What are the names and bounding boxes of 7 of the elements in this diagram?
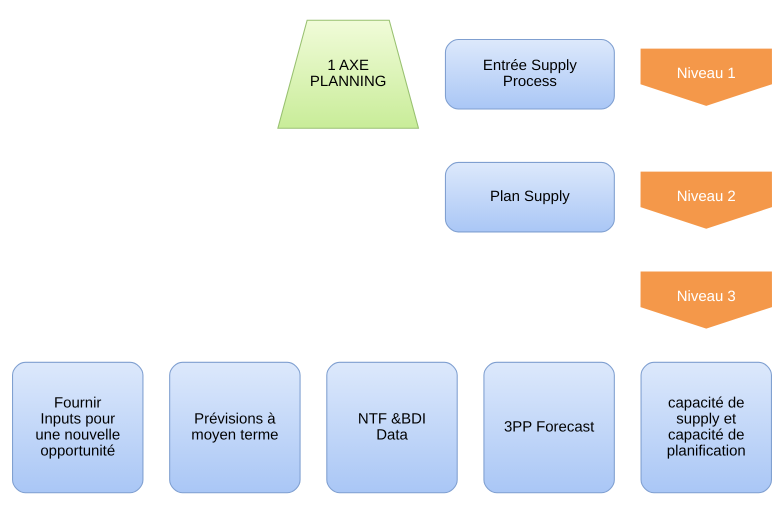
node-box: 3PP Forecast: [483, 362, 615, 494]
node-box: NTF &BDI Data: [326, 362, 458, 494]
node-box: Fournir Inputs pour une nouvelle opportunité: [12, 362, 144, 494]
node-box: Plan Supply: [444, 162, 615, 232]
node-box: capacité de supply et capacité de planification: [640, 362, 772, 494]
node-box: Prévisions à moyen terme: [169, 362, 301, 494]
node-box: Entrée Supply Process: [444, 38, 615, 110]
